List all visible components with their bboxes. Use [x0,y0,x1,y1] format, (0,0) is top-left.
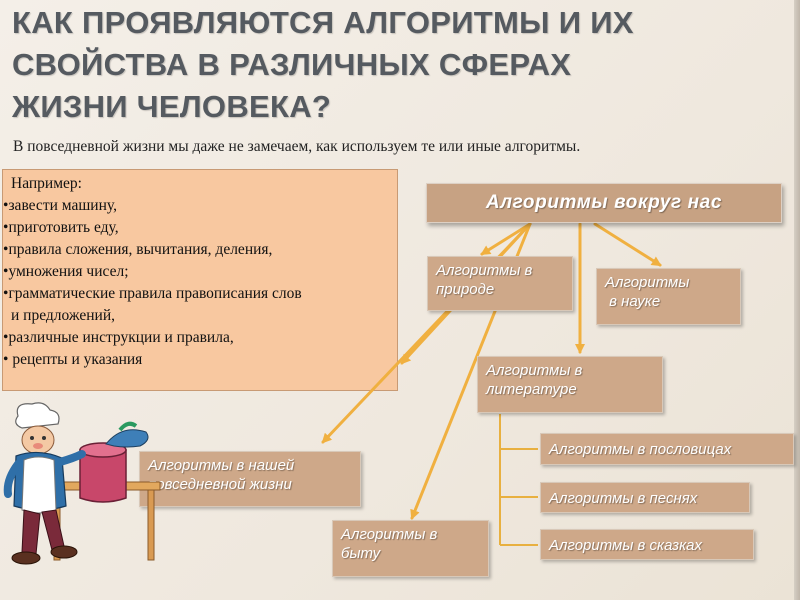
node-home: Алгоритмы в быту [332,520,489,577]
slide-subtitle: В повседневной жизни мы даже не замечаем… [13,138,581,155]
examples-box: Например: •завести машину, •приготовить … [2,169,398,391]
node-everyday-line-1: Алгоритмы в нашей [148,457,295,474]
example-item: •грамматические правила правописания сло… [3,285,302,302]
node-science: Алгоритмы в науке [596,268,741,325]
node-literature: Алгоритмы в литературе [477,356,663,413]
node-home-line-2: быту [341,545,381,562]
slide-edge [794,0,800,600]
examples-intro: Например: [11,175,82,192]
title-line-1: КАК ПРОЯВЛЯЮТСЯ АЛГОРИТМЫ И ИХ [12,5,634,40]
example-item: •умножения чисел; [3,263,129,280]
example-item-continuation: и предложений, [11,307,116,324]
node-everyday-line-2: повседневной жизни [148,476,292,493]
node-algorithms-around-us: Алгоритмы вокруг нас [426,183,782,223]
node-literature-line-2: литературе [486,381,577,398]
example-item: • рецепты и указания [3,351,143,368]
node-nature-line-1: Алгоритмы в [436,262,533,279]
node-science-line-1: Алгоритмы [605,274,690,291]
node-everyday-life: Алгоритмы в нашей повседневной жизни [139,451,361,507]
node-home-line-1: Алгоритмы в [341,526,438,543]
title-line-3: ЖИЗНИ ЧЕЛОВЕКА? [12,89,332,124]
example-item: •завести машину, [3,197,117,214]
node-nature: Алгоритмы в природе [427,256,573,311]
node-tales: Алгоритмы в сказках [540,529,754,560]
title-line-2: СВОЙСТВА В РАЗЛИЧНЫХ СФЕРАХ [12,47,572,82]
example-item: •приготовить еду, [3,219,119,236]
node-literature-line-1: Алгоритмы в [486,362,583,379]
node-proverbs: Алгоритмы в пословицах [540,433,794,465]
cook-illustration [3,402,161,565]
slide-title: КАК ПРОЯВЛЯЮТСЯ АЛГОРИТМЫ И ИХ СВОЙСТВА … [12,2,732,128]
node-nature-line-2: природе [436,281,495,298]
example-item: •правила сложения, вычитания, деления, [3,241,273,258]
node-science-line-2: в науке [605,293,661,310]
node-songs: Алгоритмы в песнях [540,482,750,513]
example-item: •различные инструкции и правила, [3,329,234,346]
